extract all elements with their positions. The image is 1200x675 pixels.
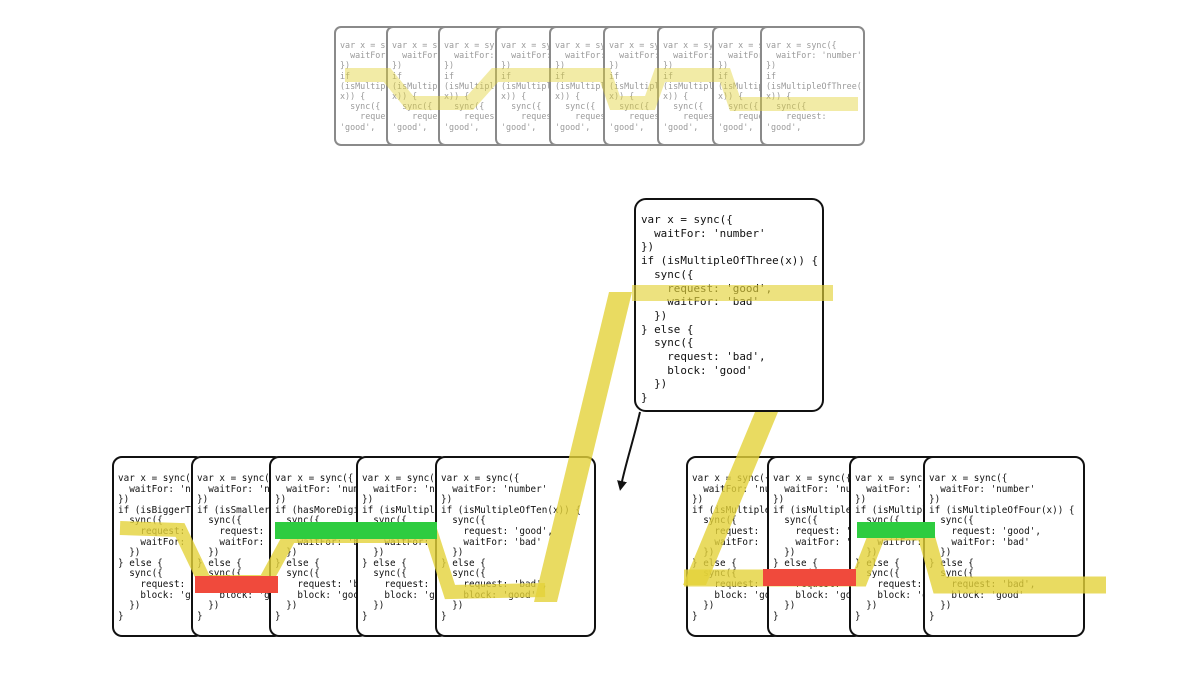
right-card-4: var x = sync({ waitFor: 'number' }) if (… (923, 456, 1085, 637)
code-text: var x = sync({ waitFor: 'number' }) if (… (692, 473, 781, 622)
code-text: var x = sync({ waitFor: 'number' }) if (… (929, 473, 1075, 622)
code-text: var x = sync({ waitFor: 'number' }) if (… (773, 473, 862, 622)
top-card-9: var x = sync({ waitFor: 'number' }) if (… (760, 26, 865, 146)
code-text: var x = sync({ waitFor: 'number' }) if (… (362, 473, 447, 622)
code-text: var x = sync({ waitFor: 'number' }) if (… (275, 473, 369, 622)
focus-code-text: var x = sync({ waitFor: 'number' }) if (… (641, 213, 819, 405)
code-text: var x = sync({ waitFor: 'number' }) if (… (118, 473, 203, 622)
focus-card: var x = sync({ waitFor: 'number' }) if (… (634, 198, 824, 412)
focus-arrow (617, 411, 641, 491)
code-text: var x = sync({ waitFor: 'number' }) if (… (766, 40, 862, 132)
code-text: var x = sync({ waitFor: 'number' }) if (… (197, 473, 282, 622)
left-card-3: var x = sync({ waitFor: 'number' }) if (… (269, 456, 369, 637)
left-card-5: var x = sync({ waitFor: 'number' }) if (… (435, 456, 596, 637)
code-text: var x = sync({ waitFor: 'number' }) if (… (441, 473, 581, 622)
